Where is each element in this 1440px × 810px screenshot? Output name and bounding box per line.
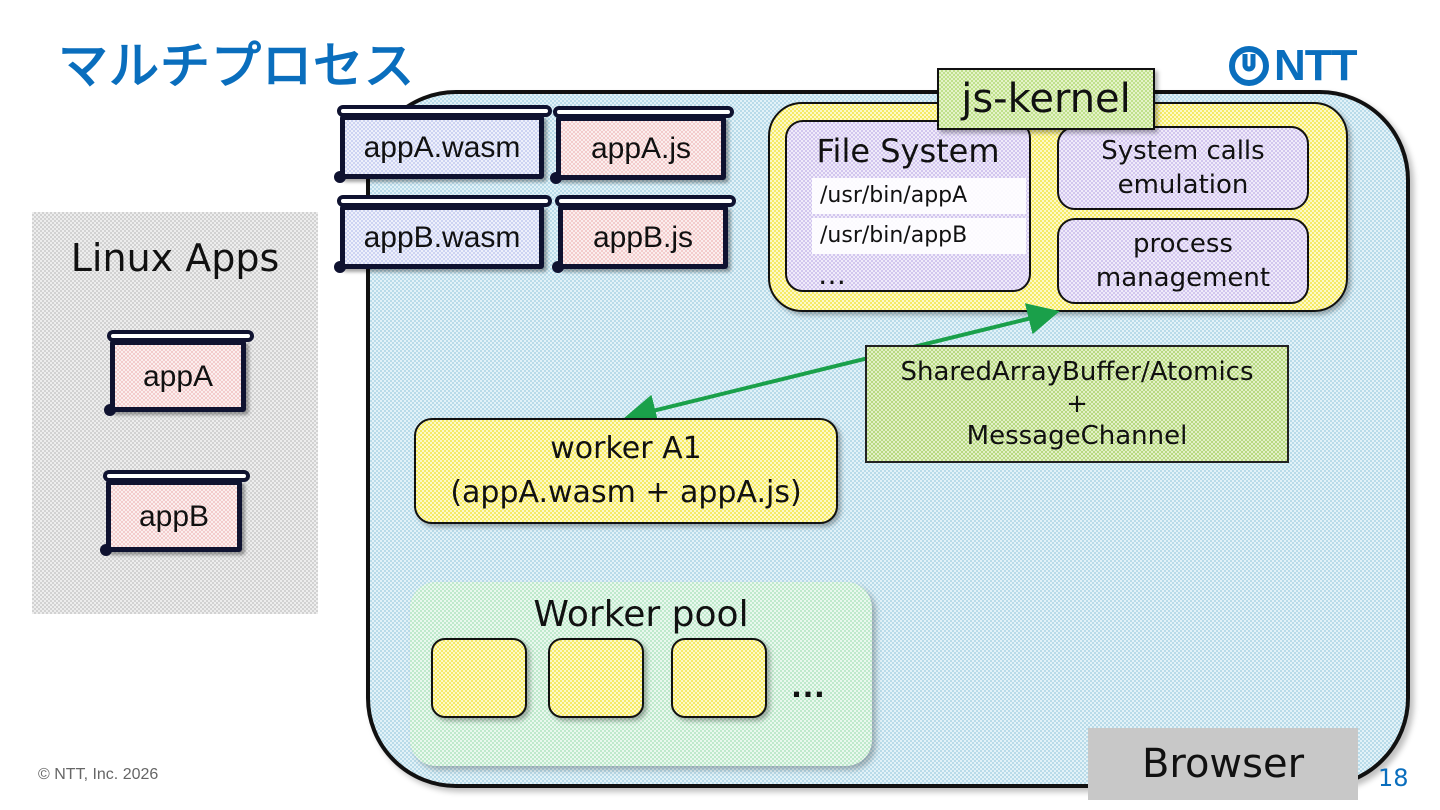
scroll-curl (334, 261, 346, 273)
scroll-label: appB (138, 500, 210, 533)
file-scroll-appB-js: appB.js (552, 195, 736, 273)
ipc-mechanism-box: SharedArrayBuffer/Atomics + MessageChann… (865, 345, 1289, 463)
ntt-logo: NTT (1228, 41, 1358, 90)
scroll-body (110, 340, 246, 412)
worker-a1-name: worker A1 (550, 431, 702, 466)
file-scroll-appA-js: appA.js (550, 106, 734, 184)
process-management-box: process management (1057, 218, 1309, 304)
scroll-bar (103, 470, 250, 482)
linux-apps-panel (32, 212, 318, 614)
scroll-curl (334, 171, 346, 183)
worker-pool-slot (548, 638, 644, 718)
scroll-label: appA.js (590, 132, 692, 165)
worker-pool-slot (431, 638, 527, 718)
browser-label: Browser (1088, 728, 1358, 800)
scroll-label: appA.wasm (363, 131, 521, 164)
scroll-body (106, 480, 242, 552)
fs-more-ellipsis: … (818, 258, 847, 291)
worker-pool-title: Worker pool (533, 594, 749, 635)
scroll-bar (107, 330, 254, 342)
worker-a1-box: worker A1 (appA.wasm + appA.js) (414, 418, 838, 524)
scroll-curl (100, 544, 112, 556)
file-scroll-appB-wasm: appB.wasm (334, 195, 552, 273)
file-system-title: File System (816, 132, 1000, 170)
ipc-line-3: MessageChannel (966, 421, 1188, 451)
ntt-logo-icon (1229, 46, 1269, 86)
syscall-line-1: System calls (1101, 136, 1265, 166)
file-scroll-appA-wasm: appA.wasm (334, 105, 552, 183)
scroll-label: appB.js (592, 221, 694, 254)
scroll-curl (550, 172, 562, 184)
syscall-emulation-box: System calls emulation (1057, 126, 1309, 210)
scroll-bar (337, 195, 552, 207)
app-scroll-appB: appB (100, 470, 250, 556)
slide-title: マルチプロセス (58, 37, 415, 95)
ipc-line-2: + (1066, 389, 1088, 419)
js-kernel-label: js-kernel (937, 68, 1155, 130)
worker-pool-slot (671, 638, 767, 718)
ipc-line-1: SharedArrayBuffer/Atomics (900, 357, 1254, 387)
worker-a1-files: (appA.wasm + appA.js) (450, 475, 802, 510)
scroll-body (340, 115, 544, 179)
scroll-label: appB.wasm (363, 221, 521, 254)
page-number: 18 (1378, 764, 1409, 792)
linux-apps-title: Linux Apps (70, 236, 280, 280)
scroll-body (556, 116, 726, 180)
fs-path-appA: /usr/bin/appA (812, 178, 1026, 214)
scroll-bar (555, 195, 736, 207)
process-line-1: process (1133, 229, 1233, 259)
scroll-label: appA (142, 360, 214, 393)
fs-path-appB: /usr/bin/appB (812, 218, 1026, 254)
scroll-bar (553, 106, 734, 118)
scroll-body (340, 205, 544, 269)
app-scroll-appA: appA (104, 330, 254, 416)
logo-text: NTT (1274, 41, 1358, 90)
scroll-body (558, 205, 728, 269)
scroll-bar (337, 105, 552, 117)
copyright-footer: © NTT, Inc. 2026 (38, 766, 159, 783)
process-line-2: management (1095, 263, 1271, 293)
worker-pool-more: … (790, 664, 828, 705)
syscall-line-2: emulation (1117, 170, 1249, 200)
scroll-curl (552, 261, 564, 273)
scroll-curl (104, 404, 116, 416)
